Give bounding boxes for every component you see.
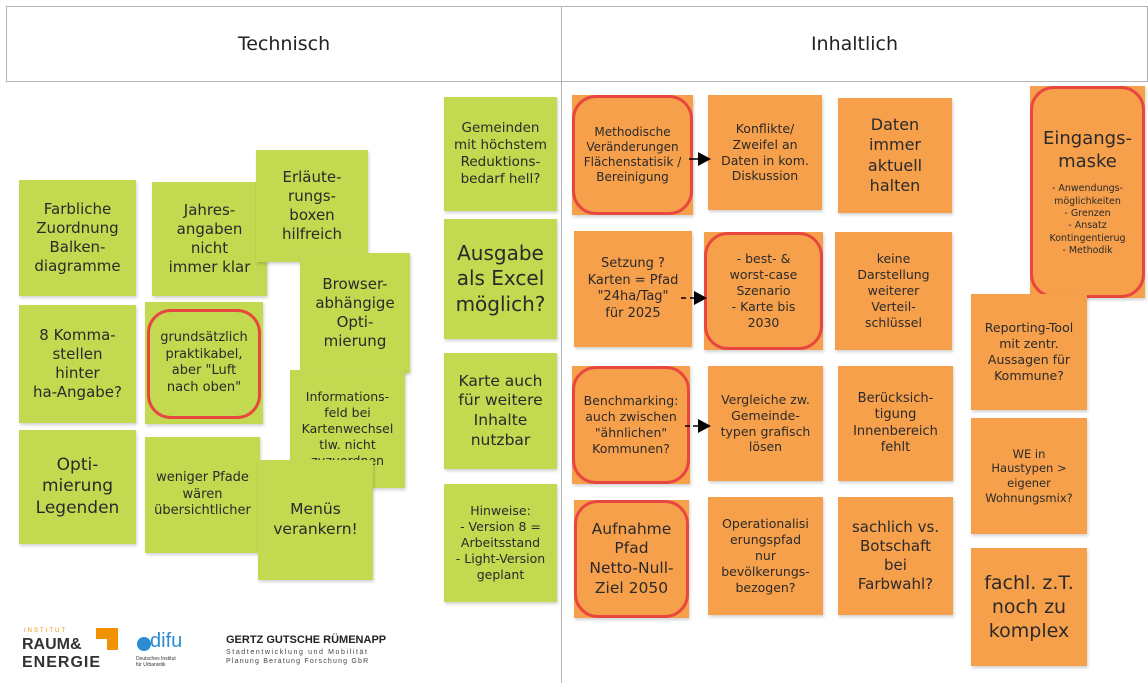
sticky-note: Karte auch für weitere Inhalte nutzbar bbox=[444, 353, 557, 469]
logo-raum-energie-small: INSTITUT bbox=[24, 628, 67, 634]
highlight-ring bbox=[1030, 86, 1145, 298]
sticky-note: Daten immer aktuell halten bbox=[838, 98, 952, 213]
eingangsmaske-body: - Anwendungs- möglichkeiten - Grenzen - … bbox=[1049, 183, 1126, 257]
header-inhaltlich: Inhaltlich bbox=[561, 6, 1148, 82]
sticky-note: Farbliche Zuordnung Balken- diagramme bbox=[19, 180, 136, 296]
column-divider bbox=[561, 6, 562, 683]
highlight-ring bbox=[572, 95, 693, 215]
logo-raum-energie-line2: ENERGIE bbox=[22, 654, 102, 671]
highlight-ring bbox=[572, 366, 690, 484]
sticky-note-eingangsmaske: Eingangs- maske - Anwendungs- möglichkei… bbox=[1030, 86, 1145, 298]
header-technisch: Technisch bbox=[6, 6, 562, 82]
logo-raum-energie: INSTITUT RAUM& ENERGIE bbox=[22, 624, 122, 676]
logo-ggr-sub2: Planung Beratung Forschung GbR bbox=[226, 658, 370, 665]
arrow-icon bbox=[685, 419, 711, 433]
sticky-note: Hinweise: - Version 8 = Arbeitsstand - L… bbox=[444, 484, 557, 602]
sticky-note: Browser- abhängige Opti- mierung bbox=[300, 253, 410, 373]
raum-energie-mark-icon bbox=[96, 628, 118, 650]
sticky-note: weniger Pfade wären übersichtlicher bbox=[145, 437, 260, 553]
sticky-note: sachlich vs. Botschaft bei Farbwahl? bbox=[838, 497, 953, 615]
header-technisch-label: Technisch bbox=[237, 33, 331, 55]
logo-difu: difu Deutsches Institut für Urbanistik bbox=[132, 624, 212, 676]
highlight-ring bbox=[704, 232, 823, 350]
sticky-note: Jahres- angaben nicht immer klar bbox=[152, 182, 267, 296]
partner-logos: INSTITUT RAUM& ENERGIE difu Deutsches In… bbox=[22, 624, 442, 676]
sticky-note: Operationalisi erungspfad nur bevölkerun… bbox=[708, 497, 823, 615]
sticky-note: Setzung ? Karten = Pfad "24ha/Tag" für 2… bbox=[574, 231, 692, 347]
arrow-icon bbox=[681, 291, 707, 305]
sticky-note: Reporting-Tool mit zentr. Aussagen für K… bbox=[971, 294, 1087, 410]
logo-ggr-name: GERTZ GUTSCHE RÜMENAPP bbox=[226, 634, 387, 646]
sticky-note: Berücksich- tigung Innenbereich fehlt bbox=[838, 366, 953, 481]
eingangsmaske-title: Eingangs- maske bbox=[1043, 127, 1132, 172]
sticky-note: WE in Haustypen > eigener Wohnungsmix? bbox=[971, 418, 1087, 534]
highlight-ring bbox=[147, 309, 261, 419]
header-inhaltlich-label: Inhaltlich bbox=[810, 33, 899, 55]
sticky-note: Gemeinden mit höchstem Reduktions- bedar… bbox=[444, 97, 557, 211]
sticky-note: keine Darstellung weiterer Verteil- schl… bbox=[835, 232, 952, 350]
sticky-note: Konflikte/ Zweifel an Daten in kom. Disk… bbox=[708, 95, 822, 210]
sticky-note: Erläute- rungs- boxen hilfreich bbox=[256, 150, 368, 262]
logo-ggr: GERTZ GUTSCHE RÜMENAPP Stadtentwicklung … bbox=[226, 628, 436, 672]
sticky-note: Vergleiche zw. Gemeinde- typen grafisch … bbox=[708, 366, 823, 481]
highlight-ring bbox=[574, 500, 689, 618]
logo-difu-sub: Deutsches Institut für Urbanistik bbox=[136, 656, 176, 668]
logo-difu-name: difu bbox=[150, 630, 183, 652]
logo-ggr-sub1: Stadtentwicklung und Mobilität bbox=[226, 649, 369, 656]
difu-mark-icon bbox=[137, 637, 151, 651]
sticky-note: Opti- mierung Legenden bbox=[19, 430, 136, 544]
sticky-note: Ausgabe als Excel möglich? bbox=[444, 219, 557, 339]
sticky-note: Menüs verankern! bbox=[258, 460, 373, 580]
arrow-icon bbox=[689, 152, 711, 166]
logo-raum-energie-line1: RAUM& bbox=[22, 636, 82, 653]
sticky-note: fachl. z.T. noch zu komplex bbox=[971, 548, 1087, 666]
sticky-note: 8 Komma- stellen hinter ha-Angabe? bbox=[19, 305, 136, 423]
